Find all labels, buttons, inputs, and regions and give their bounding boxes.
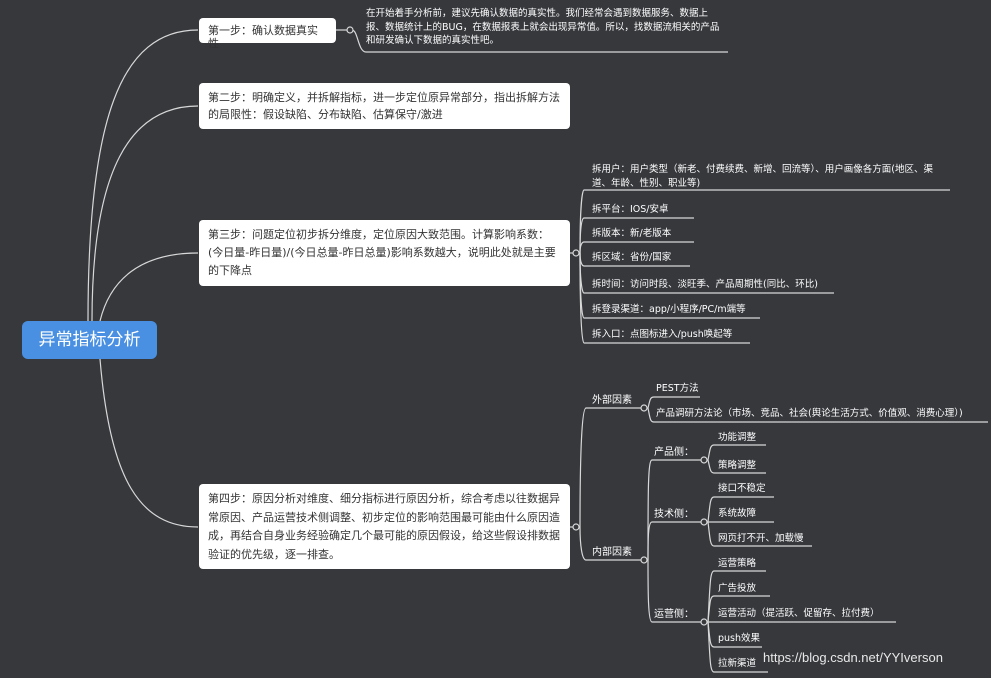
step-3-item-platform[interactable]: 拆平台：IOS/安卓 bbox=[592, 204, 669, 215]
product-side-node[interactable]: 产品侧： bbox=[654, 447, 694, 458]
step-3-node[interactable]: 第三步：问题定位初步拆分维度，定位原因大致范围。计算影响系数：(今日量-昨日量)… bbox=[199, 220, 570, 286]
internal-factors-node[interactable]: 内部因素 bbox=[592, 547, 632, 558]
step-3-item-region[interactable]: 拆区域：省份/国家 bbox=[592, 252, 672, 263]
ops-item-push[interactable]: push效果 bbox=[718, 633, 761, 644]
step-2-node[interactable]: 第二步：明确定义，并拆解指标，进一步定位原异常部分，指出拆解方法的局限性：假设缺… bbox=[199, 83, 570, 129]
tech-item-api[interactable]: 接口不稳定 bbox=[718, 483, 766, 494]
step-3-item-channel[interactable]: 拆登录渠道：app/小程序/PC/m端等 bbox=[592, 304, 746, 315]
step-1-note[interactable]: 在开始着手分析前，建议先确认数据的真实性。我们经常会遇到数据服务、数据上报、数据… bbox=[366, 8, 720, 46]
step-3-item-users[interactable]: 拆用户：用户类型（新老、付费续费、新增、回流等）、用户画像各方面(地区、渠道、年… bbox=[592, 164, 933, 189]
external-item-research[interactable]: 产品调研方法论（市场、竞品、社会(舆论生活方式、价值观、消费心理）) bbox=[656, 408, 963, 419]
step-3-item-entry[interactable]: 拆入口：点图标进入/push唤起等 bbox=[592, 329, 733, 340]
product-item-function[interactable]: 功能调整 bbox=[718, 432, 757, 443]
step-1-node[interactable]: 第一步：确认数据真实性 bbox=[199, 18, 336, 50]
tech-item-system[interactable]: 系统故障 bbox=[718, 508, 757, 519]
product-item-strategy[interactable]: 策略调整 bbox=[718, 460, 757, 471]
ops-side-node[interactable]: 运营侧： bbox=[654, 609, 694, 620]
root-node[interactable]: 异常指标分析 bbox=[22, 321, 157, 359]
step-3-item-version[interactable]: 拆版本：新/老版本 bbox=[592, 228, 672, 239]
tech-item-webpage[interactable]: 网页打不开、加载慢 bbox=[718, 533, 804, 544]
step-4-node[interactable]: 第四步：原因分析对维度、细分指标进行原因分析，综合考虑以往数据异常原因、产品运营… bbox=[199, 484, 570, 569]
ops-item-strategy[interactable]: 运营策略 bbox=[718, 558, 757, 569]
step-3-item-time[interactable]: 拆时间：访问时段、淡旺季、产品周期性(同比、环比) bbox=[592, 279, 818, 290]
ops-item-acquisition[interactable]: 拉新渠道 bbox=[718, 658, 757, 669]
external-item-pest[interactable]: PEST方法 bbox=[656, 383, 699, 394]
external-factors-node[interactable]: 外部因素 bbox=[592, 395, 632, 406]
tech-side-node[interactable]: 技术侧： bbox=[654, 509, 694, 520]
ops-item-ads[interactable]: 广告投放 bbox=[718, 583, 757, 594]
watermark-text: https://blog.csdn.net/YYIverson bbox=[763, 650, 943, 665]
ops-item-activity[interactable]: 运营活动（提活跃、促留存、拉付费） bbox=[718, 608, 880, 619]
